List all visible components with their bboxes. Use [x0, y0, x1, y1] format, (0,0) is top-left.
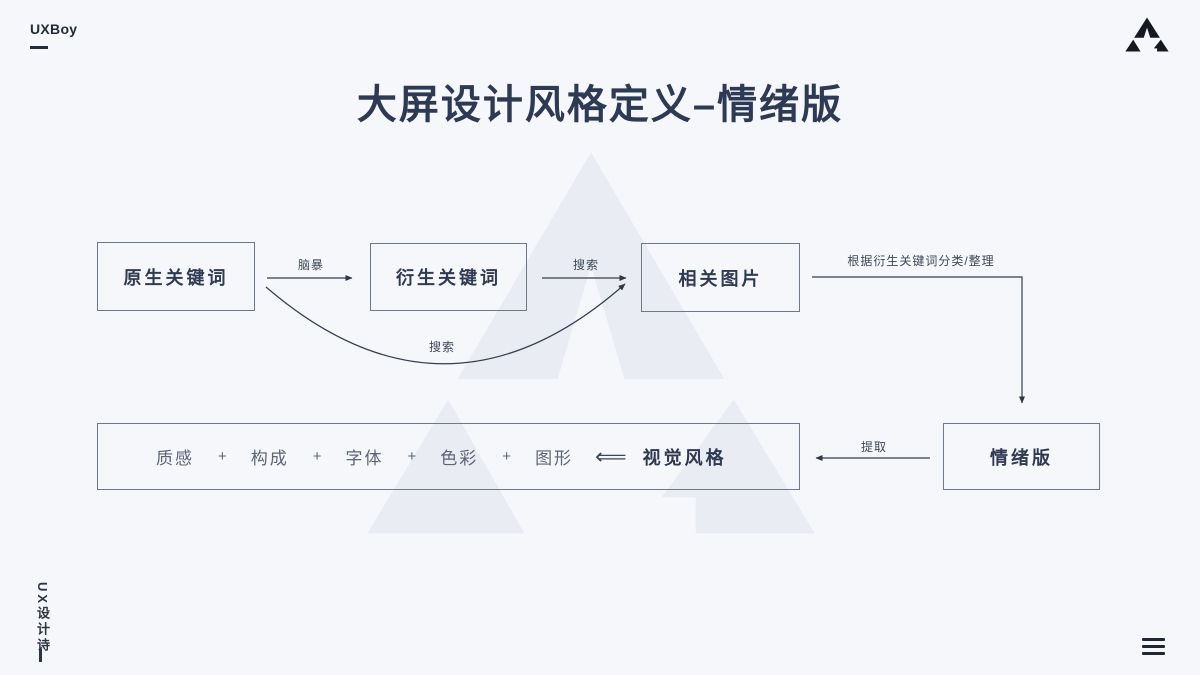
- hamburger-menu-icon[interactable]: [1142, 638, 1165, 655]
- edge-label-classify: 根据衍生关键词分类/整理: [847, 254, 995, 268]
- brand-text: UXBoy: [30, 21, 78, 37]
- box-derived-keywords: 衍生关键词: [370, 243, 527, 311]
- visual-style-label: 视觉风格: [642, 447, 727, 468]
- vertical-brand-text: UX设计诗: [35, 582, 50, 655]
- box-derived-keywords-label: 衍生关键词: [396, 268, 501, 288]
- plus-sign: +: [312, 448, 322, 465]
- edge-label-search: 搜索: [572, 258, 600, 272]
- box-visual-style: 质感 + 构成 + 字体 + 色彩 + 图形 ⟸ 视觉风格: [97, 423, 800, 490]
- visual-item-color: 色彩: [440, 449, 479, 468]
- box-mood-board: 情绪版: [943, 423, 1100, 490]
- long-left-arrow-icon: ⟸: [595, 443, 627, 469]
- plus-sign: +: [218, 448, 227, 465]
- plus-sign: +: [407, 448, 417, 465]
- page-title: 大屏设计风格定义–情绪版: [356, 83, 844, 127]
- box-mood-board-label: 情绪版: [990, 447, 1053, 468]
- edge-label-brainstorm: 脑暴: [297, 258, 325, 272]
- box-origin-keywords-label: 原生关键词: [123, 267, 229, 288]
- menu-bar: [1142, 652, 1165, 655]
- box-related-images: 相关图片: [641, 243, 800, 312]
- box-origin-keywords: 原生关键词: [97, 242, 255, 311]
- brand-underline: [30, 46, 48, 49]
- edge-label-extract: 提取: [860, 440, 888, 454]
- menu-bar: [1142, 638, 1165, 641]
- box-related-images-label: 相关图片: [678, 268, 763, 289]
- plus-sign: +: [502, 448, 512, 465]
- vertical-brand-dash: [39, 649, 42, 662]
- triangle-watermark-icon: [367, 152, 815, 534]
- brand-logo: UXBoy: [30, 21, 77, 49]
- edge-label-search-curve: 搜索: [428, 340, 456, 354]
- menu-bar: [1142, 645, 1165, 648]
- triangle-logo-icon: [1125, 17, 1169, 52]
- visual-item-texture: 质感: [156, 449, 194, 468]
- visual-item-composition: 构成: [250, 449, 289, 468]
- visual-item-graphics: 图形: [535, 449, 574, 468]
- visual-item-typography: 字体: [345, 449, 384, 468]
